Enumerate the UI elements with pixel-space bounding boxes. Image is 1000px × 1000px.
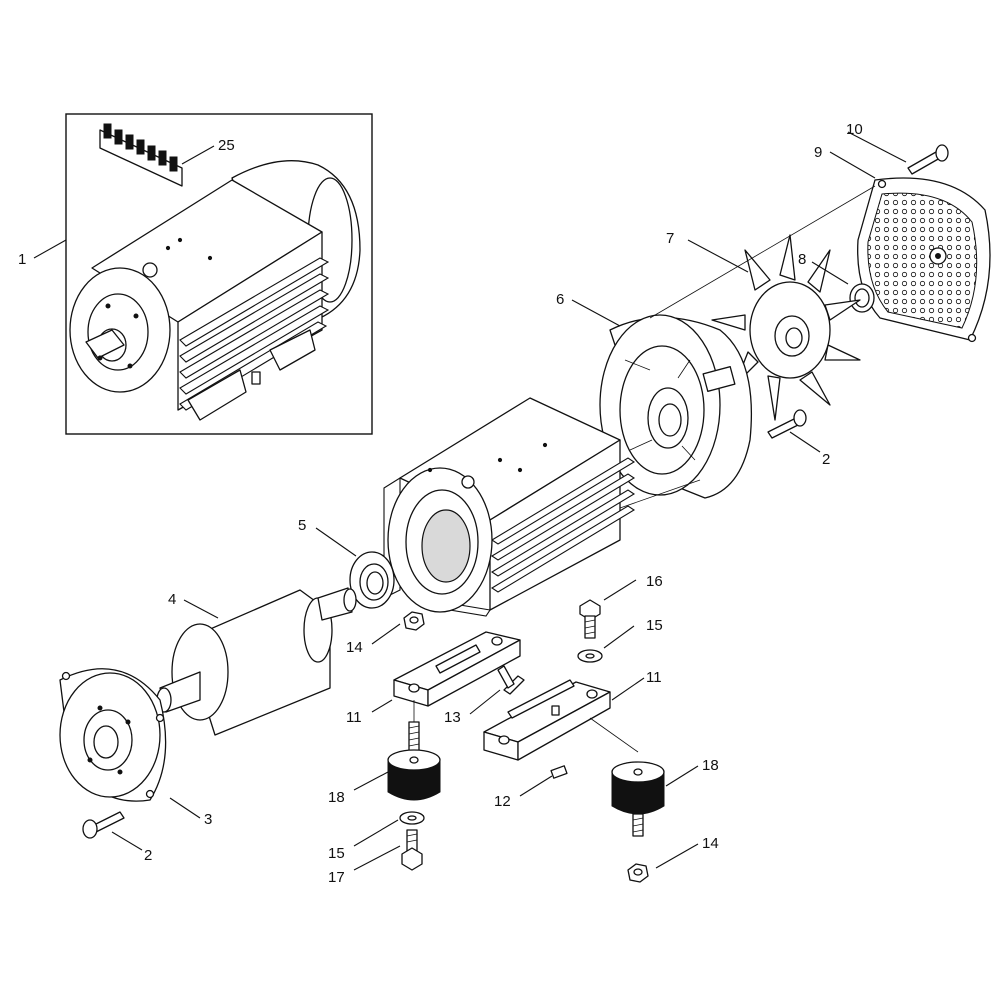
foot-left-drawing bbox=[393, 631, 521, 707]
bearing-drawing bbox=[349, 551, 395, 609]
nut-upper-drawing bbox=[403, 611, 425, 631]
callout-18-right: 18 bbox=[702, 757, 719, 774]
callout-1: 1 bbox=[18, 251, 26, 268]
callout-15-lower: 15 bbox=[328, 845, 345, 862]
foot-right-drawing bbox=[483, 679, 611, 761]
inset-frame bbox=[65, 113, 373, 435]
complete-motor-drawing bbox=[69, 160, 361, 421]
shield-screw-rear-drawing bbox=[767, 409, 807, 439]
foot-bolt-drawing bbox=[579, 599, 601, 639]
callout-12: 12 bbox=[494, 793, 511, 810]
callout-13: 13 bbox=[444, 709, 461, 726]
pin-drawing bbox=[550, 765, 568, 779]
callout-10: 10 bbox=[846, 121, 863, 138]
front-end-shield-drawing bbox=[59, 668, 167, 802]
rear-end-shield-drawing bbox=[599, 314, 753, 499]
washer-lower-drawing bbox=[399, 811, 425, 825]
callout-11-left: 11 bbox=[346, 709, 362, 726]
cover-screw-drawing bbox=[907, 144, 949, 175]
callout-16: 16 bbox=[646, 573, 663, 590]
callout-14-lower: 14 bbox=[702, 835, 719, 852]
callout-17: 17 bbox=[328, 869, 345, 886]
washer-upper-drawing bbox=[577, 649, 603, 663]
fan-drawing bbox=[711, 234, 861, 421]
callout-8: 8 bbox=[798, 251, 806, 268]
callout-5: 5 bbox=[298, 517, 306, 534]
rubber-mount-left-drawing bbox=[387, 721, 441, 801]
bolt-lower-drawing bbox=[401, 829, 423, 871]
callout-14-upper: 14 bbox=[346, 639, 363, 656]
callout-6: 6 bbox=[556, 291, 564, 308]
assembly-lines bbox=[413, 185, 876, 753]
callout-7: 7 bbox=[666, 230, 674, 247]
callout-9: 9 bbox=[814, 144, 822, 161]
housing-fins bbox=[383, 457, 636, 617]
ring-drawing bbox=[849, 283, 875, 313]
callout-2-rear: 2 bbox=[822, 451, 830, 468]
rotor-drawing bbox=[156, 587, 357, 736]
rubber-mount-right-drawing bbox=[611, 761, 665, 837]
callout-25: 25 bbox=[218, 137, 235, 154]
leader-lines bbox=[33, 131, 907, 871]
callout-4: 4 bbox=[168, 591, 176, 608]
callout-labels: 1 25 10 9 7 8 6 2 5 4 16 15 14 11 11 13 … bbox=[18, 121, 863, 886]
fan-cover-drawing bbox=[857, 177, 991, 343]
callout-18-left: 18 bbox=[328, 789, 345, 806]
stator-housing-drawing bbox=[383, 397, 636, 617]
shield-screw-front-drawing bbox=[82, 811, 125, 839]
terminal-block-drawing bbox=[99, 123, 183, 187]
foot-screw-drawing bbox=[497, 665, 525, 695]
callout-3: 3 bbox=[204, 811, 212, 828]
callout-2-front: 2 bbox=[144, 847, 152, 864]
callout-11-right: 11 bbox=[646, 669, 662, 686]
callout-15-upper: 15 bbox=[646, 617, 663, 634]
nut-lower-drawing bbox=[627, 863, 649, 883]
